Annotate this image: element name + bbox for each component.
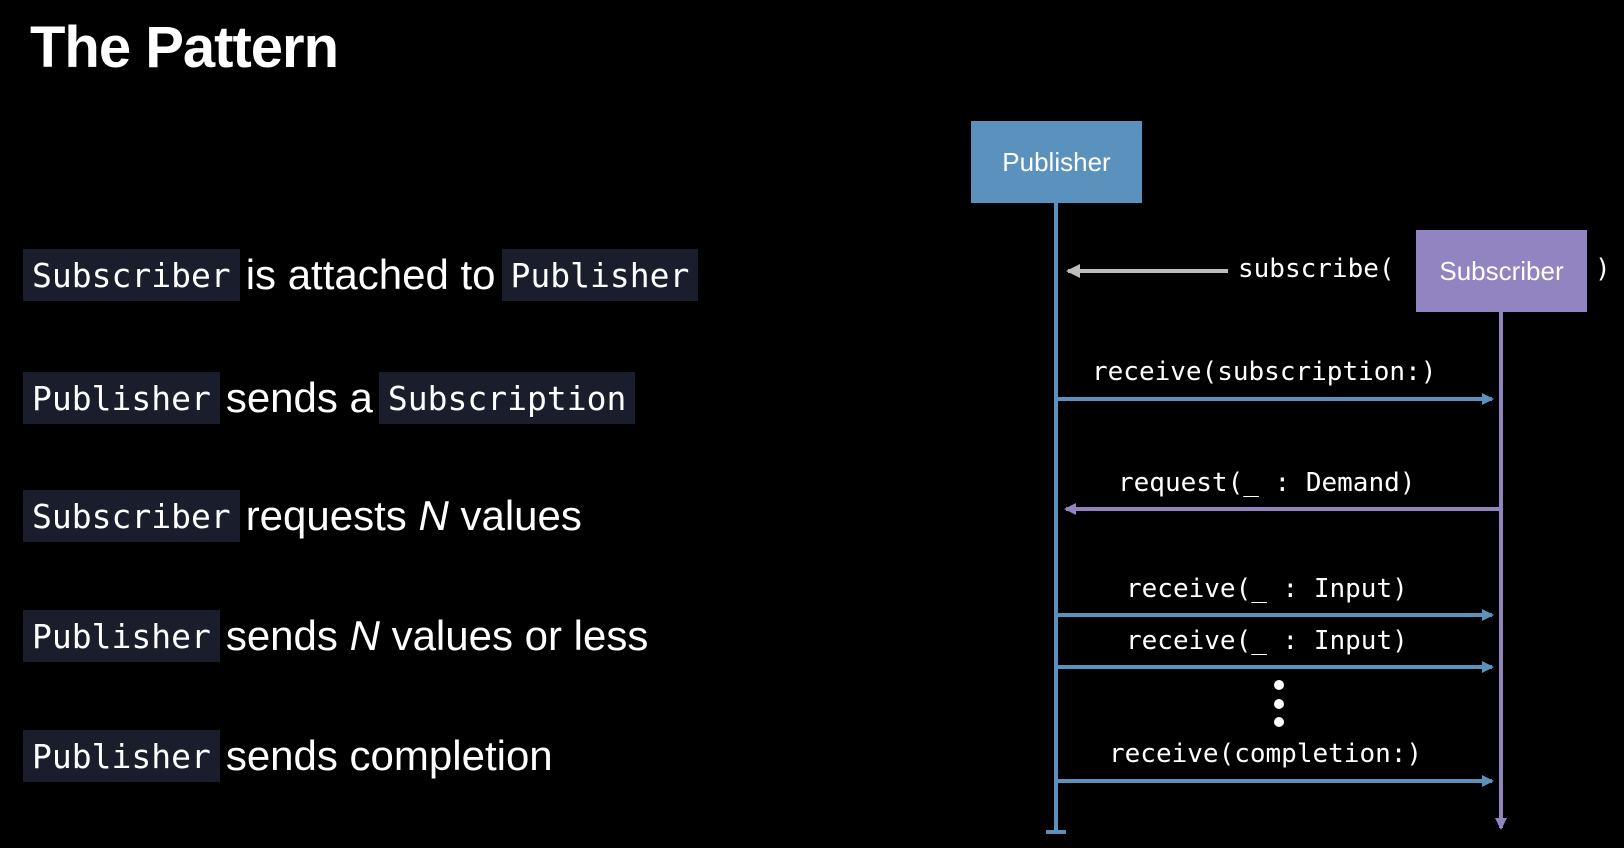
code-publisher: Publisher	[23, 372, 220, 424]
ellipsis-dot	[1274, 717, 1284, 727]
step-text: requests N values	[246, 492, 582, 540]
subscribe-close-label: )	[1595, 254, 1611, 284]
step-completion: Publisher sends completion	[23, 730, 559, 782]
page-title: The Pattern	[30, 15, 339, 80]
receive-input-label-2: receive(_ : Input)	[1126, 626, 1408, 656]
step-text-verb: requests	[245, 492, 407, 539]
code-subscriber: Subscriber	[23, 490, 240, 542]
step-attach: Subscriber is attached to Publisher	[23, 249, 699, 301]
step-text-tail: values or less	[391, 612, 649, 659]
request-label: request(_ : Demand)	[1118, 468, 1416, 498]
step-text-n: N	[418, 492, 449, 539]
step-text-verb: sends	[225, 612, 338, 659]
receive-input-label-1: receive(_ : Input)	[1126, 574, 1408, 604]
step-send-values: Publisher sends N values or less	[23, 610, 654, 662]
step-request: Subscriber requests N values	[23, 490, 588, 542]
publisher-box: Publisher	[971, 121, 1142, 203]
step-text: sends N values or less	[226, 612, 649, 660]
code-publisher: Publisher	[501, 249, 699, 301]
step-text-tail: values	[460, 492, 582, 539]
receive-completion-label: receive(completion:)	[1109, 739, 1423, 769]
code-subscriber: Subscriber	[23, 249, 240, 301]
step-text: sends completion	[225, 732, 553, 779]
code-publisher: Publisher	[23, 610, 220, 662]
step-text-n: N	[349, 612, 380, 659]
step-text: sends a	[225, 374, 373, 421]
subscriber-box: Subscriber	[1416, 230, 1587, 312]
receive-subscription-label: receive(subscription:)	[1092, 357, 1437, 387]
subscribe-open-label: subscribe(	[1238, 254, 1395, 284]
code-subscription: Subscription	[378, 372, 636, 424]
ellipsis-dot	[1274, 699, 1284, 709]
step-text: is attached to	[245, 251, 496, 298]
step-send-subscription: Publisher sends a Subscription	[23, 372, 636, 424]
ellipsis-dot	[1274, 680, 1284, 690]
code-publisher: Publisher	[23, 730, 220, 782]
